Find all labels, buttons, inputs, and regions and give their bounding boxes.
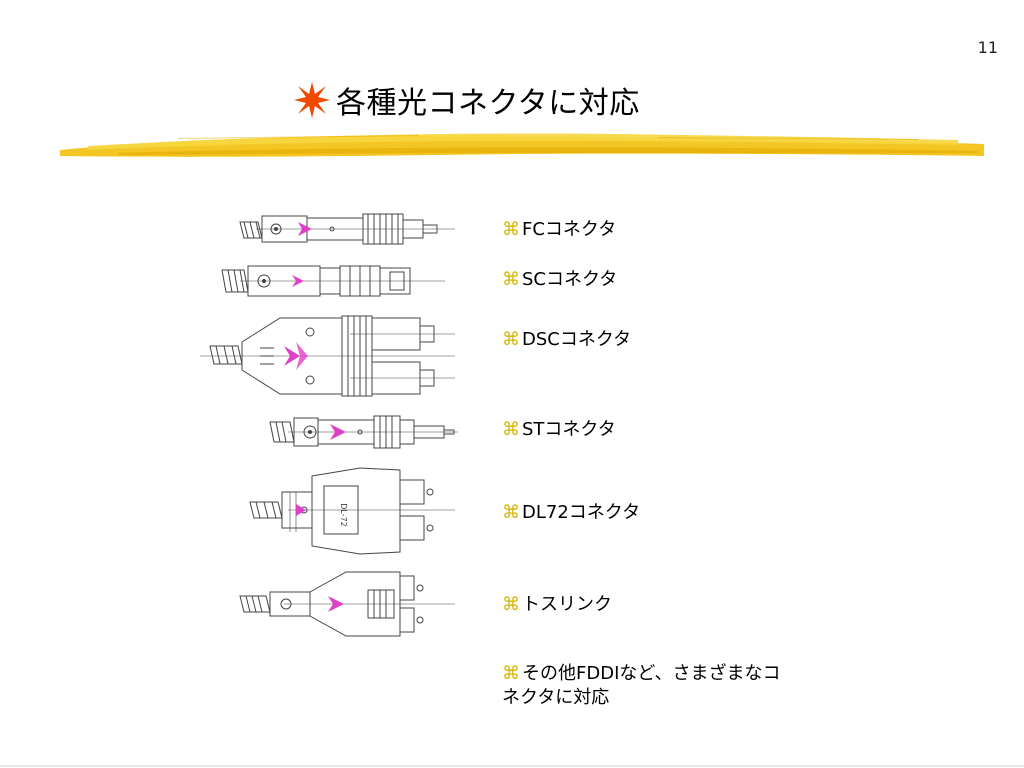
list-item: ⌘FCコネクタ bbox=[502, 218, 792, 242]
dl72-connector-illustration: DL-72 bbox=[249, 467, 455, 555]
dl72-device-label: DL-72 bbox=[339, 503, 348, 527]
list-item: ⌘その他FDDIなど、さまざまなコネクタに対応 bbox=[502, 662, 782, 710]
fc-connector-illustration bbox=[239, 213, 455, 245]
command-symbol-icon: ⌘ bbox=[502, 502, 520, 523]
list-item: ⌘DL72コネクタ bbox=[502, 501, 792, 525]
list-item: ⌘トスリンク bbox=[502, 593, 792, 617]
item-label: その他FDDIなど、さまざまなコネクタに対応 bbox=[502, 663, 781, 708]
dsc-connector-illustration bbox=[200, 315, 455, 397]
star-burst-icon bbox=[294, 82, 330, 118]
command-symbol-icon: ⌘ bbox=[502, 594, 520, 615]
item-label: トスリンク bbox=[522, 594, 612, 615]
list-item: ⌘STコネクタ bbox=[502, 418, 792, 442]
toslink-connector-illustration bbox=[239, 571, 455, 637]
item-label: DL72コネクタ bbox=[522, 502, 641, 523]
command-symbol-icon: ⌘ bbox=[502, 419, 520, 440]
item-label: DSCコネクタ bbox=[522, 329, 632, 350]
command-symbol-icon: ⌘ bbox=[502, 663, 520, 684]
command-symbol-icon: ⌘ bbox=[502, 269, 520, 290]
brush-stroke-divider bbox=[60, 133, 984, 157]
item-label: STコネクタ bbox=[522, 419, 616, 440]
list-item: ⌘DSCコネクタ bbox=[502, 328, 642, 352]
slide-title: 各種光コネクタに対応 bbox=[292, 78, 640, 122]
command-symbol-icon: ⌘ bbox=[502, 219, 520, 240]
item-label: SCコネクタ bbox=[522, 269, 618, 290]
sc-connector-illustration bbox=[221, 265, 445, 297]
command-symbol-icon: ⌘ bbox=[502, 329, 520, 350]
footer-divider bbox=[0, 765, 1024, 767]
title-text: 各種光コネクタに対応 bbox=[336, 86, 640, 121]
page-number: 11 bbox=[977, 38, 998, 57]
st-connector-illustration bbox=[269, 415, 458, 449]
item-label: FCコネクタ bbox=[522, 219, 617, 240]
list-item: ⌘SCコネクタ bbox=[502, 268, 792, 292]
